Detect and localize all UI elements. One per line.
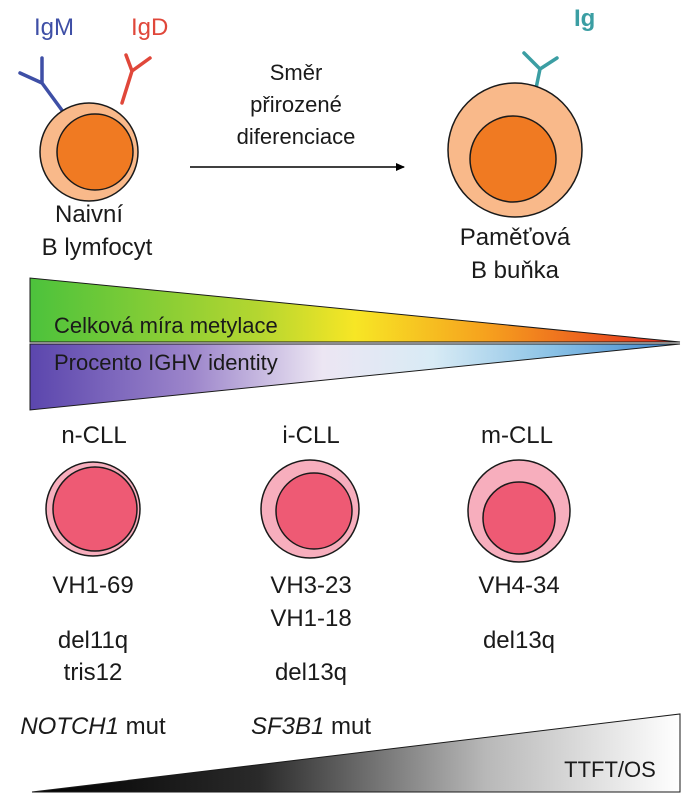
group-name-i-cll: i-CLL — [282, 422, 339, 449]
m-cll-cyto: del13q — [483, 627, 555, 654]
m-cll-vh: VH4-34 — [478, 572, 559, 599]
i-cll-cell — [260, 459, 360, 559]
arrow-label-line3: diferenciace — [237, 124, 356, 149]
naive-label-line2: B lymfocyt — [42, 234, 153, 261]
arrow-label-line1: Směr — [270, 60, 323, 85]
i-cll-mutation-gene: SF3B1 — [251, 713, 324, 740]
ttft-os-label: TTFT/OS — [564, 757, 656, 782]
memory-label-line2: B buňka — [471, 257, 560, 284]
ighv-identity-label: Procento IGHV identity — [54, 350, 278, 375]
ttft-os-wedge — [31, 713, 681, 793]
ighv-identity-wedge — [29, 343, 681, 411]
naive-label-line1: Naivní — [55, 201, 123, 228]
i-cll-mutation: SF3B1 mut — [251, 713, 371, 740]
i-cll-vh-2: VH1-18 — [270, 605, 351, 632]
n-cll-cyto-1: del11q — [58, 627, 128, 654]
n-cll-vh: VH1-69 — [52, 572, 133, 599]
n-cll-cell — [45, 461, 141, 557]
i-cll-cell-nucleus — [275, 472, 353, 550]
n-cll-cell-nucleus — [52, 466, 138, 552]
n-cll-mutation-gene: NOTCH1 — [20, 713, 119, 740]
naive-cell-nucleus — [56, 113, 134, 191]
igd-label: IgD — [131, 14, 168, 41]
n-cll-cyto-2: tris12 — [64, 659, 123, 686]
memory-label-line1: Paměťová — [460, 224, 571, 251]
group-name-m-cll: m-CLL — [481, 422, 553, 449]
naive-b-cell — [18, 53, 152, 202]
methylation-label: Celková míra metylace — [54, 313, 278, 338]
i-cll-mutation-suffix: mut — [324, 713, 371, 740]
m-cll-cell — [467, 459, 571, 563]
i-cll-cyto: del13q — [275, 659, 347, 686]
memory-cell-nucleus — [469, 115, 557, 203]
igd-antibody-icon — [120, 53, 152, 105]
m-cll-cell-nucleus — [482, 481, 556, 555]
arrow-label-line2: přirozené — [250, 92, 342, 117]
igm-antibody-icon — [18, 56, 66, 115]
i-cll-vh-1: VH3-23 — [270, 572, 351, 599]
group-name-n-cll: n-CLL — [61, 422, 126, 449]
igm-label: IgM — [34, 14, 74, 41]
n-cll-mutation-suffix: mut — [119, 713, 166, 740]
memory-b-cell — [447, 51, 583, 218]
ig-label: Ig — [574, 5, 595, 32]
methylation-wedge — [29, 277, 681, 343]
n-cll-mutation: NOTCH1 mut — [20, 713, 166, 740]
